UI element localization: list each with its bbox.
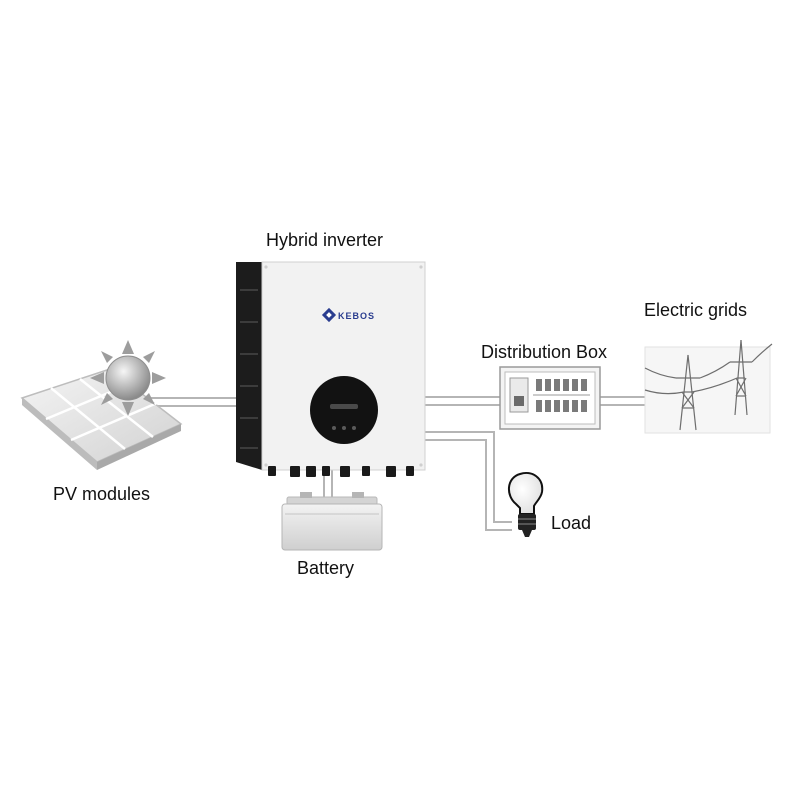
sun-icon [90, 340, 166, 416]
label-battery: Battery [297, 558, 355, 578]
label-hybrid-inverter: Hybrid inverter [266, 230, 384, 250]
electric-grid-icon [644, 339, 773, 434]
label-distribution-box: Distribution Box [481, 342, 608, 362]
inverter-logo-text: KEBOS [338, 311, 375, 321]
inverter-display [310, 376, 378, 444]
wire-inverter-to-distribution-box [425, 396, 500, 406]
solar-panel [20, 368, 183, 470]
inverter-connectors [268, 466, 414, 477]
label-electric-grids: Electric grids [644, 300, 748, 320]
wire-inverter-to-load [425, 431, 512, 531]
battery-icon [281, 492, 383, 551]
wire-pv-to-inverter [150, 397, 236, 407]
hybrid-inverter: KEBOS [236, 261, 426, 477]
label-load: Load [551, 513, 592, 533]
wire-distribution-box-to-grid [600, 396, 645, 406]
kebos-logo: KEBOS [321, 307, 375, 323]
light-bulb-icon [508, 472, 544, 537]
distribution-box [499, 366, 601, 430]
label-pv-modules: PV modules [53, 484, 151, 504]
